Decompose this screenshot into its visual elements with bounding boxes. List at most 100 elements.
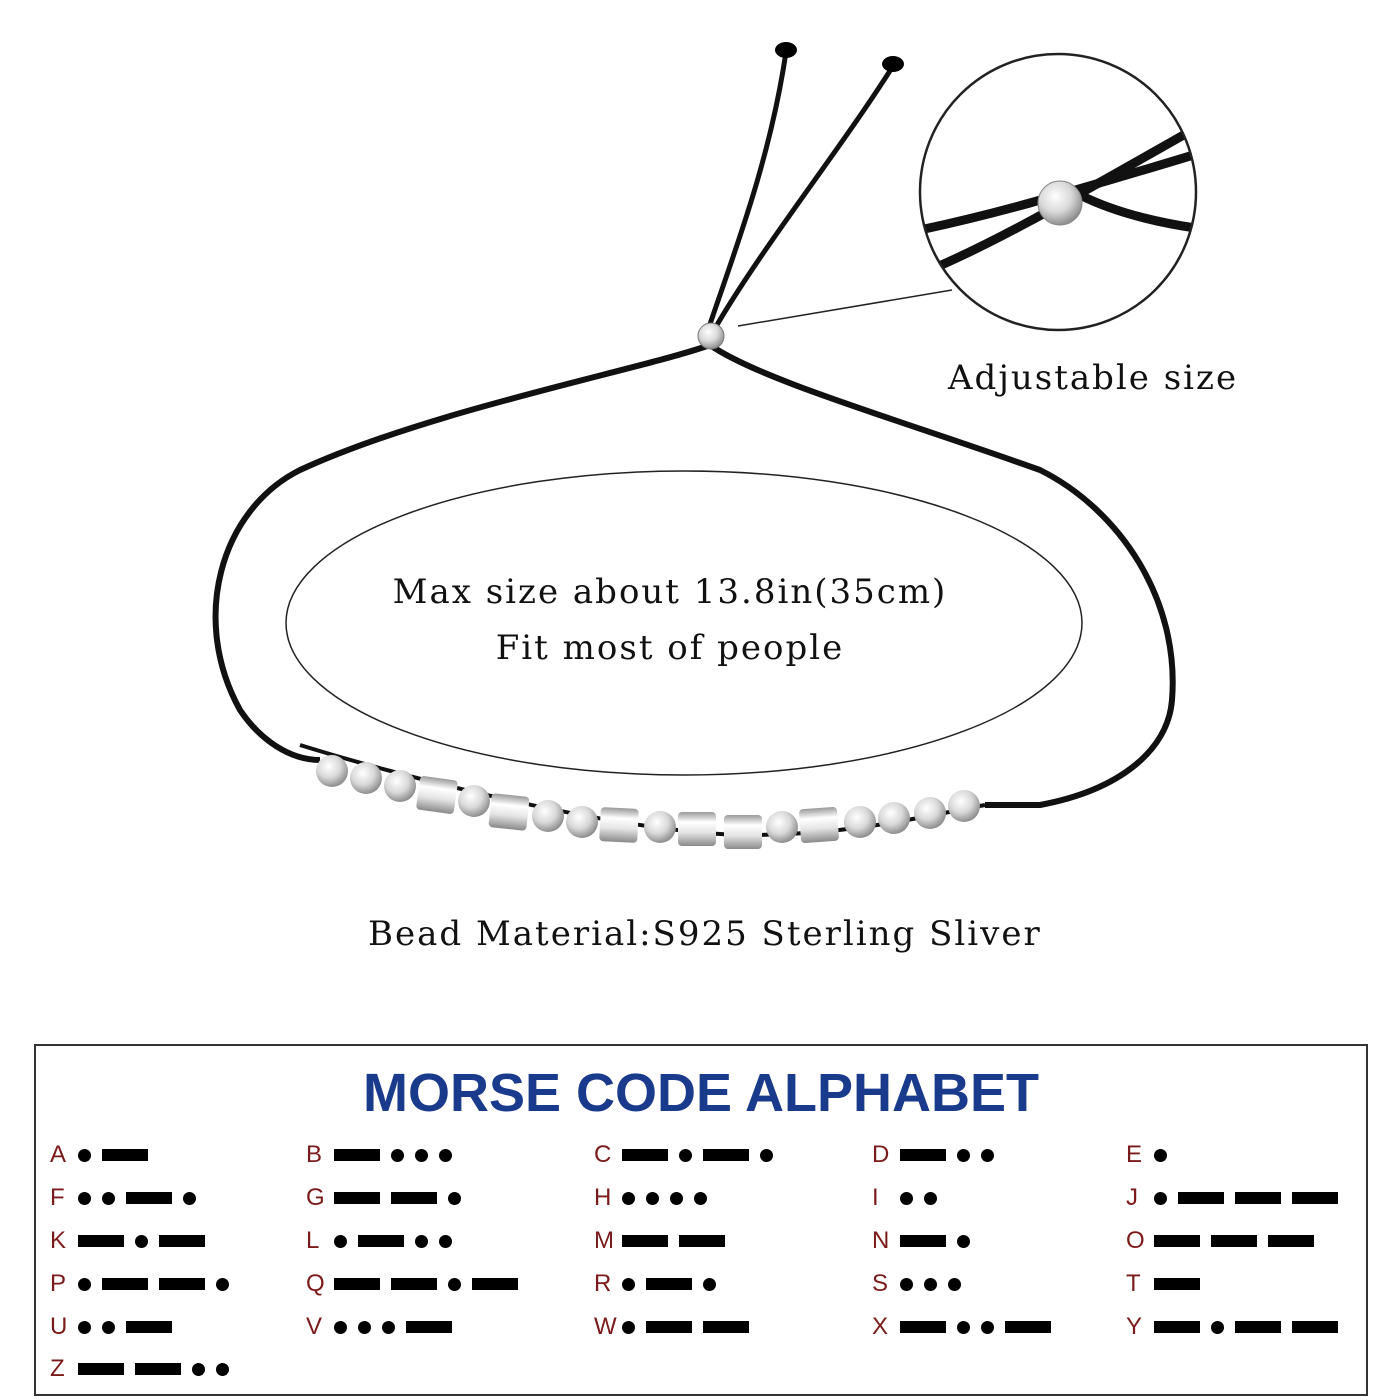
morse-code-symbols [78,1320,183,1334]
morse-dash [1292,1192,1338,1204]
morse-entry-y: Y [1126,1312,1349,1342]
morse-letter: X [872,1313,889,1340]
morse-letter: J [1126,1184,1138,1211]
morse-dot [679,1148,692,1162]
morse-dash [1235,1321,1281,1333]
morse-entry-t: T [1126,1269,1211,1299]
morse-letter: W [594,1313,617,1340]
morse-entry-s: S [872,1269,972,1299]
morse-letter: Y [1126,1313,1143,1340]
morse-dot [694,1191,707,1205]
morse-dot [216,1277,229,1291]
morse-letter: I [872,1184,879,1211]
morse-dot [358,1320,371,1334]
morse-code-symbols [622,1235,736,1247]
morse-code-symbols [900,1148,1005,1162]
morse-dash [334,1192,380,1204]
morse-letter: H [594,1184,612,1211]
fit-caption: Fit most of people [495,628,845,668]
morse-dash [646,1321,692,1333]
morse-dot [900,1277,913,1291]
morse-code-symbols [622,1320,760,1334]
morse-entry-z: Z [50,1354,240,1384]
morse-dot [957,1234,970,1248]
morse-dash [78,1363,124,1375]
morse-dot [192,1362,205,1376]
morse-dash [406,1321,452,1333]
morse-code-symbols [334,1277,529,1291]
morse-dot [622,1277,635,1291]
morse-dash [1005,1321,1051,1333]
morse-letter: L [306,1227,320,1254]
morse-dot [948,1277,961,1291]
morse-letter: F [50,1184,65,1211]
morse-dash [391,1192,437,1204]
morse-code-symbols [334,1234,463,1248]
morse-dash [102,1278,148,1290]
morse-dot [439,1148,452,1162]
morse-entry-v: V [306,1312,463,1342]
morse-code-symbols [78,1277,240,1291]
adjustable-size-caption: Adjustable size [948,358,1239,398]
morse-letter: S [872,1270,889,1297]
morse-dash [622,1235,668,1247]
morse-entry-e: E [1126,1140,1178,1170]
morse-code-symbols [900,1191,948,1205]
morse-letter: G [306,1184,325,1211]
morse-dash [679,1235,725,1247]
morse-dot [391,1148,404,1162]
morse-chart-title: MORSE CODE ALPHABET [362,1063,1040,1123]
morse-letter: P [50,1270,67,1297]
morse-dot [1154,1148,1167,1162]
morse-dash [159,1278,205,1290]
cord-end-knot [882,56,904,72]
morse-dash [900,1321,946,1333]
morse-entry-f: F [50,1183,207,1213]
morse-letter: Z [50,1355,65,1382]
morse-entry-d: D [872,1140,1005,1170]
morse-entry-g: G [306,1183,472,1213]
morse-dot [703,1277,716,1291]
morse-code-symbols [1154,1148,1178,1162]
morse-dot [646,1191,659,1205]
morse-dot [78,1277,91,1291]
bracelet-illustration [212,42,1198,849]
morse-dot [334,1320,347,1334]
morse-entry-m: M [594,1226,736,1256]
morse-code-symbols [622,1148,784,1162]
morse-letter: R [594,1270,612,1297]
morse-dot [439,1234,452,1248]
morse-dot [102,1320,115,1334]
bead-strand [299,743,986,849]
cord-end-knot [775,42,797,58]
morse-letter: E [1126,1141,1143,1168]
morse-code-symbols [900,1277,972,1291]
morse-dot [1154,1191,1167,1205]
morse-code-symbols [1154,1191,1349,1205]
morse-dash [1154,1278,1200,1290]
morse-dot [448,1277,461,1291]
cord-tails [705,49,896,333]
morse-letter: A [50,1141,67,1168]
morse-letter: T [1126,1270,1141,1297]
morse-dot [216,1362,229,1376]
morse-dot [1211,1320,1224,1334]
morse-dash [703,1321,749,1333]
morse-code-symbols [622,1191,718,1205]
morse-dot [102,1191,115,1205]
morse-letter: B [306,1141,323,1168]
morse-dot [183,1191,196,1205]
morse-entry-c: C [594,1140,784,1170]
morse-dash [703,1149,749,1161]
morse-entry-h: H [594,1183,718,1213]
morse-dash [1154,1235,1200,1247]
zoom-detail [918,52,1198,332]
bead-material-caption: Bead Material:S925 Sterling Sliver [368,914,1042,954]
morse-dash [358,1235,404,1247]
morse-dash [472,1278,518,1290]
morse-code-symbols [78,1234,216,1248]
slider-bead [697,322,725,350]
morse-code-symbols [334,1191,472,1205]
morse-dash [900,1149,946,1161]
